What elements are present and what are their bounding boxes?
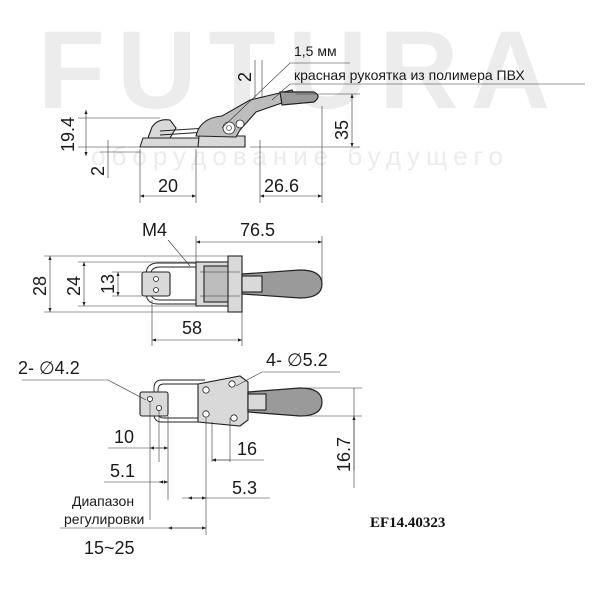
side-pivot-1 bbox=[222, 121, 236, 135]
range-label-line-1: Диапазон bbox=[72, 493, 134, 509]
watermark-brand: FUTURA bbox=[38, 9, 562, 132]
dim-base-2: 2 bbox=[88, 166, 108, 176]
side-lever-body bbox=[195, 89, 297, 138]
dim-5-1: 5.1 bbox=[110, 461, 135, 481]
base-hole-4 bbox=[230, 414, 238, 422]
top-view: M4 76.5 28 24 13 58 bbox=[30, 220, 323, 346]
dim-top-2: 2 bbox=[235, 72, 255, 82]
side-base-plate bbox=[139, 137, 204, 148]
handle-leader bbox=[271, 83, 585, 101]
dim-13: 13 bbox=[98, 274, 118, 294]
small-holes-label: 2- ∅4.2 bbox=[18, 358, 80, 378]
top-hook-plate bbox=[141, 271, 171, 297]
dim-28: 28 bbox=[30, 276, 50, 296]
side-latch bbox=[147, 119, 177, 139]
range-label-line-2: регулировки bbox=[64, 511, 144, 527]
dim-5-3: 5.3 bbox=[232, 478, 257, 498]
hook-hole-2 bbox=[155, 404, 162, 411]
dim-35: 35 bbox=[332, 120, 352, 140]
dim-26-6: 26.6 bbox=[264, 176, 299, 196]
wire-thickness-label: 1,5 мм bbox=[294, 43, 337, 59]
base-hole-1 bbox=[202, 386, 210, 394]
dim-76-5: 76.5 bbox=[240, 220, 275, 240]
handle-material-label: красная рукоятка из полимера ПВХ bbox=[294, 67, 525, 83]
side-base-plate-right bbox=[197, 135, 246, 148]
dim-16-7: 16.7 bbox=[334, 437, 354, 472]
hole-view: 2- ∅4.2 4- ∅5.2 16.7 10 16 5.1 5.3 bbox=[18, 350, 362, 558]
large-holes-label: 4- ∅5.2 bbox=[266, 350, 328, 370]
dim-58: 58 bbox=[182, 318, 202, 338]
hook-hole-1 bbox=[146, 395, 153, 402]
base-hole-2 bbox=[228, 380, 236, 388]
side-pivot-2 bbox=[235, 119, 245, 129]
side-handle bbox=[279, 91, 319, 106]
dim-24: 24 bbox=[64, 276, 84, 296]
hole-hook-plate bbox=[139, 391, 169, 417]
dim-20: 20 bbox=[158, 176, 178, 196]
dim-height-19-4: 19.4 bbox=[58, 117, 78, 152]
range-value: 15~25 bbox=[84, 538, 135, 558]
top-pivot-block bbox=[227, 255, 243, 313]
side-pivot-1-inner bbox=[226, 125, 232, 131]
wire-leader bbox=[221, 62, 350, 129]
dim-16: 16 bbox=[237, 439, 257, 459]
base-hole-3 bbox=[202, 410, 210, 418]
dim-10: 10 bbox=[114, 427, 134, 447]
hole-base-plate bbox=[197, 375, 249, 427]
side-view: 1,5 мм красная рукоятка из полимера ПВХ … bbox=[58, 43, 585, 203]
thread-label: M4 bbox=[142, 220, 167, 240]
article-code: EF14.40323 bbox=[370, 515, 445, 531]
